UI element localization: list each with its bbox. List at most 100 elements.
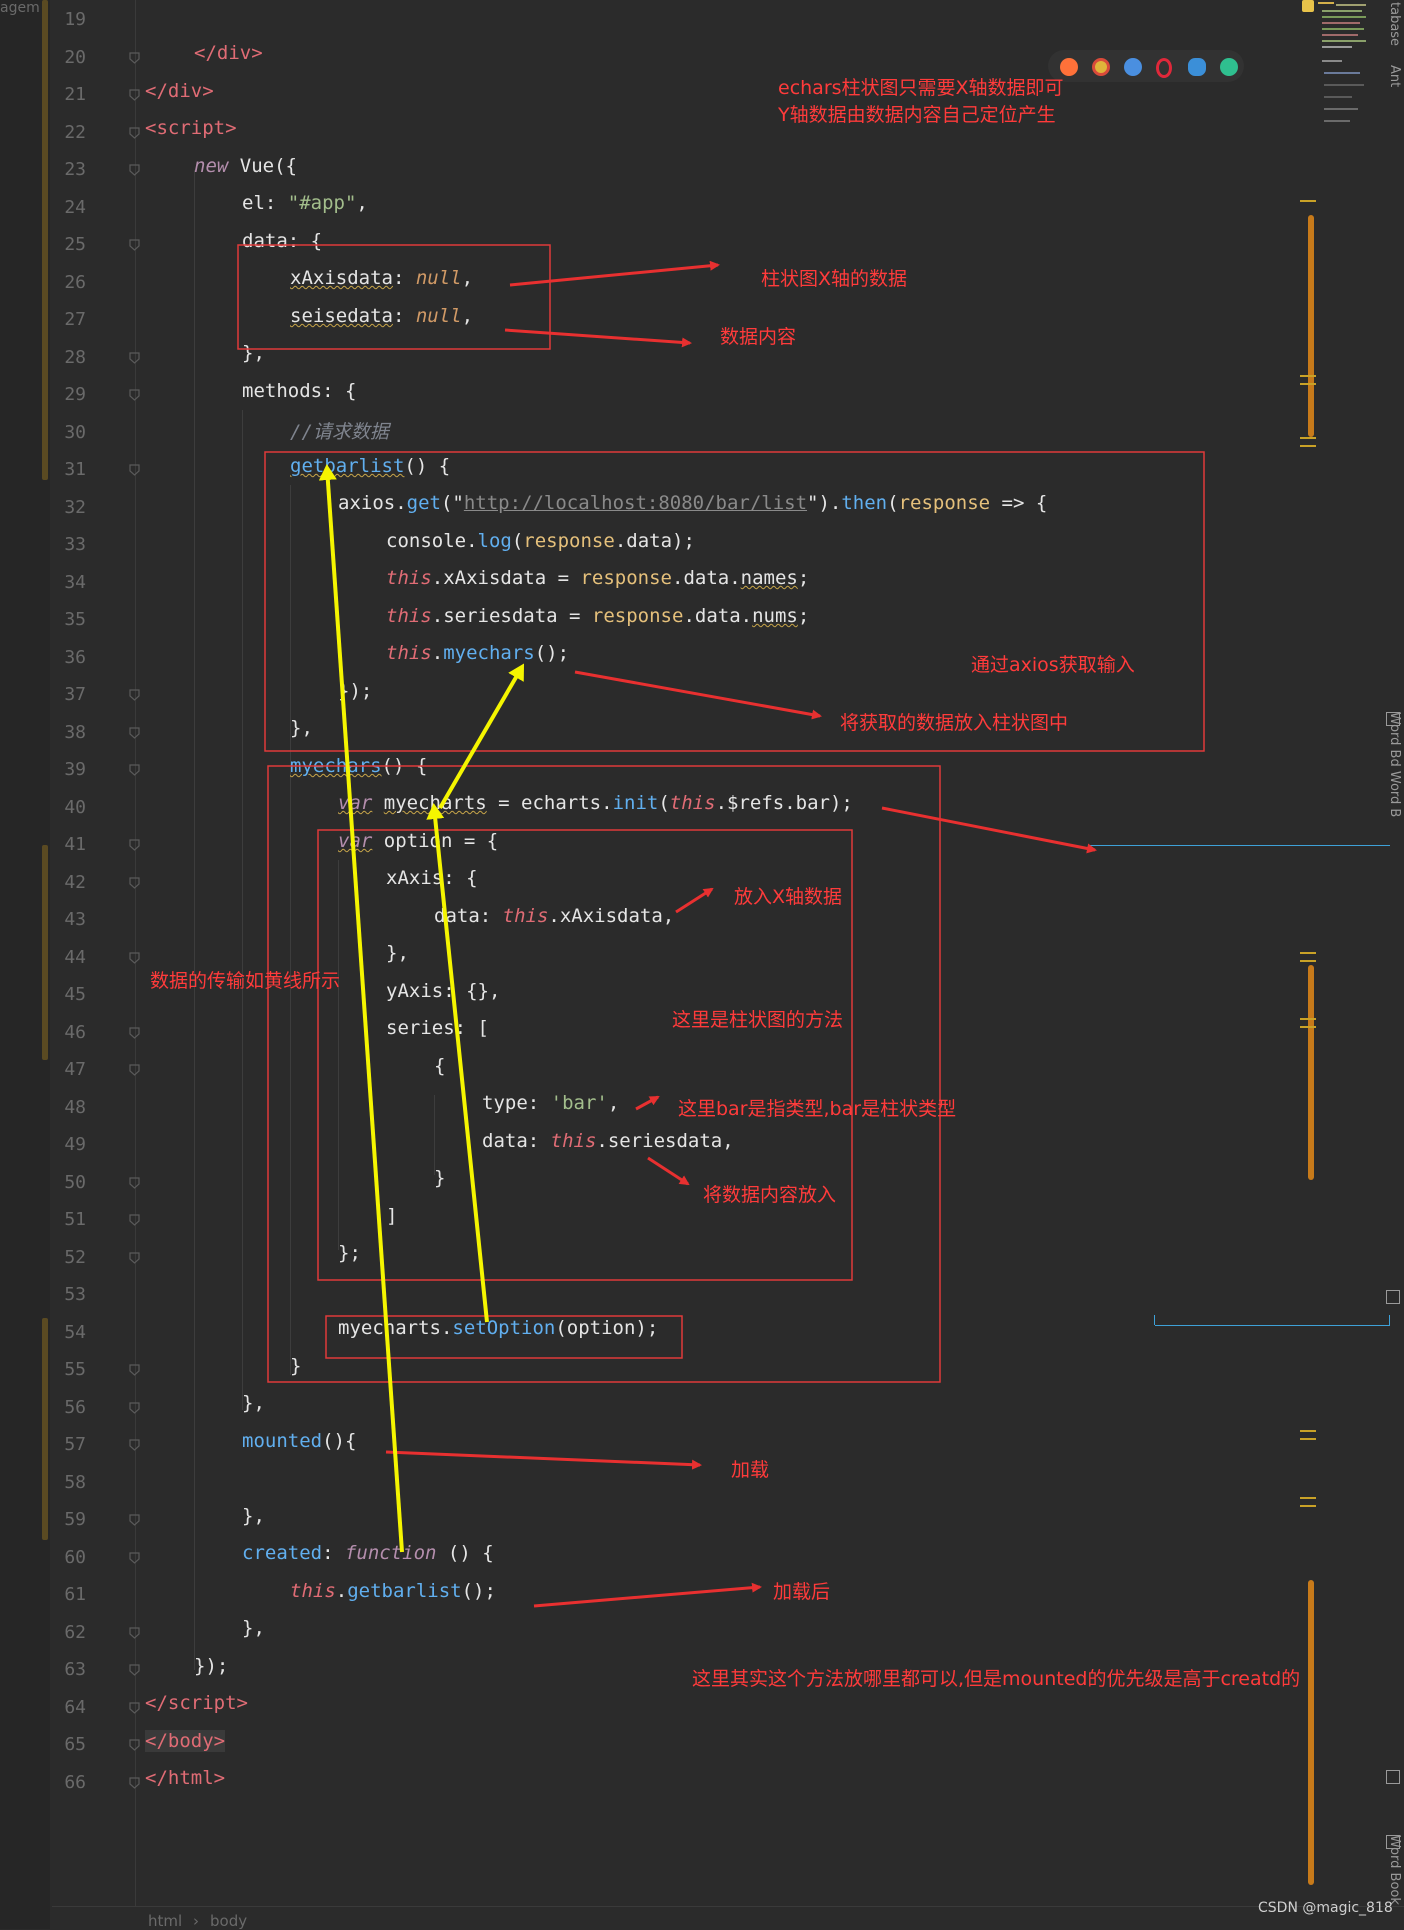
line-number[interactable]: 58 bbox=[64, 1471, 86, 1493]
ie-icon[interactable] bbox=[1188, 58, 1206, 76]
code-line-62[interactable]: }, bbox=[242, 1617, 265, 1639]
line-number[interactable]: 54 bbox=[64, 1321, 86, 1343]
line-number[interactable]: 34 bbox=[64, 571, 86, 593]
ant-tool-tab[interactable]: Ant bbox=[1387, 65, 1402, 88]
code-line-22[interactable]: <script> bbox=[145, 117, 237, 139]
line-number[interactable]: 22 bbox=[64, 121, 86, 143]
fold-toggle-icon[interactable] bbox=[127, 238, 142, 253]
line-number[interactable]: 60 bbox=[64, 1546, 86, 1568]
fold-toggle-icon[interactable] bbox=[127, 463, 142, 478]
warning-indicator-icon[interactable] bbox=[1302, 0, 1314, 12]
code-line-32[interactable]: axios.get("http://localhost:8080/bar/lis… bbox=[338, 492, 1047, 514]
book-icon[interactable] bbox=[1386, 1770, 1400, 1784]
line-number[interactable]: 41 bbox=[64, 834, 86, 855]
code-line-56[interactable]: }, bbox=[242, 1392, 265, 1414]
fold-toggle-icon[interactable] bbox=[127, 1213, 142, 1228]
fold-toggle-icon[interactable] bbox=[127, 1701, 142, 1716]
fold-toggle-icon[interactable] bbox=[127, 388, 142, 403]
code-line-49[interactable]: data: this.seriesdata, bbox=[482, 1130, 734, 1152]
line-number[interactable]: 33 bbox=[64, 534, 86, 555]
breadcrumb-html[interactable]: html bbox=[148, 1912, 183, 1930]
line-number[interactable]: 43 bbox=[64, 909, 86, 930]
book-icon[interactable] bbox=[1386, 1835, 1400, 1849]
fold-toggle-icon[interactable] bbox=[127, 351, 142, 366]
line-number[interactable]: 40 bbox=[64, 796, 86, 818]
fold-toggle-icon[interactable] bbox=[127, 726, 142, 741]
line-number[interactable]: 48 bbox=[64, 1096, 86, 1118]
line-number[interactable]: 31 bbox=[64, 459, 86, 480]
book-icon[interactable] bbox=[1386, 712, 1400, 726]
code-line-47[interactable]: { bbox=[434, 1055, 445, 1077]
fold-toggle-icon[interactable] bbox=[127, 1776, 142, 1791]
database-tool-tab[interactable]: tabase bbox=[1387, 2, 1402, 47]
minimap[interactable] bbox=[1316, 0, 1376, 135]
code-line-51[interactable]: ] bbox=[386, 1205, 397, 1227]
code-line-38[interactable]: }, bbox=[290, 717, 313, 739]
line-number[interactable]: 46 bbox=[64, 1021, 86, 1043]
breadcrumb-body[interactable]: body bbox=[210, 1912, 248, 1930]
word-book-tool-tab[interactable]: Word Book bbox=[1387, 1835, 1402, 1905]
line-number[interactable]: 51 bbox=[64, 1209, 86, 1230]
line-number[interactable]: 30 bbox=[64, 421, 86, 443]
code-line-27[interactable]: seisedata: null, bbox=[290, 305, 473, 327]
fold-toggle-icon[interactable] bbox=[127, 1176, 142, 1191]
fold-toggle-icon[interactable] bbox=[127, 876, 142, 891]
code-line-48[interactable]: type: 'bar', bbox=[482, 1092, 619, 1114]
code-line-41[interactable]: var option = { bbox=[338, 830, 498, 852]
line-number[interactable]: 47 bbox=[64, 1059, 86, 1080]
line-number[interactable]: 49 bbox=[64, 1134, 86, 1155]
code-line-28[interactable]: }, bbox=[242, 342, 265, 364]
code-line-29[interactable]: methods: { bbox=[242, 380, 356, 402]
code-line-54[interactable]: myecharts.setOption(option); bbox=[338, 1317, 658, 1339]
line-number[interactable]: 27 bbox=[64, 309, 86, 330]
code-line-30[interactable]: //请求数据 bbox=[290, 417, 389, 444]
line-number[interactable]: 38 bbox=[64, 721, 86, 743]
line-number[interactable]: 52 bbox=[64, 1246, 86, 1268]
line-number[interactable]: 36 bbox=[64, 646, 86, 668]
code-line-23[interactable]: new Vue({ bbox=[194, 155, 297, 177]
code-line-36[interactable]: this.myechars(); bbox=[386, 642, 569, 664]
fold-toggle-icon[interactable] bbox=[127, 1251, 142, 1266]
code-line-42[interactable]: xAxis: { bbox=[386, 867, 478, 889]
code-line-61[interactable]: this.getbarlist(); bbox=[290, 1580, 496, 1602]
fold-toggle-icon[interactable] bbox=[127, 951, 142, 966]
fold-toggle-icon[interactable] bbox=[127, 1026, 142, 1041]
code-line-39[interactable]: myechars() { bbox=[290, 755, 427, 777]
fold-toggle-icon[interactable] bbox=[127, 1513, 142, 1528]
fold-toggle-icon[interactable] bbox=[127, 838, 142, 853]
line-number[interactable]: 62 bbox=[64, 1621, 86, 1643]
line-number[interactable]: 19 bbox=[64, 9, 86, 30]
line-number[interactable]: 66 bbox=[64, 1771, 86, 1793]
code-line-60[interactable]: created: function () { bbox=[242, 1542, 494, 1564]
url-link[interactable]: http://localhost:8080/bar/list bbox=[463, 492, 808, 514]
line-number[interactable]: 32 bbox=[64, 496, 86, 518]
line-number[interactable]: 42 bbox=[64, 871, 86, 893]
fold-toggle-icon[interactable] bbox=[127, 1626, 142, 1641]
line-number[interactable]: 57 bbox=[64, 1434, 86, 1455]
fold-toggle-icon[interactable] bbox=[127, 1438, 142, 1453]
code-line-20[interactable]: </div> bbox=[194, 42, 263, 64]
code-line-21[interactable]: </div> bbox=[145, 80, 214, 102]
line-number[interactable]: 56 bbox=[64, 1396, 86, 1418]
line-number[interactable]: 59 bbox=[64, 1509, 86, 1530]
fold-toggle-icon[interactable] bbox=[127, 1663, 142, 1678]
fold-toggle-icon[interactable] bbox=[127, 88, 142, 103]
line-number[interactable]: 65 bbox=[64, 1734, 86, 1755]
line-number[interactable]: 29 bbox=[64, 384, 86, 405]
code-line-40[interactable]: var myecharts = echarts.init(this.$refs.… bbox=[338, 792, 853, 814]
code-line-64[interactable]: </script> bbox=[145, 1692, 248, 1714]
code-line-37[interactable]: }); bbox=[338, 680, 372, 702]
line-number[interactable]: 44 bbox=[64, 946, 86, 968]
fold-toggle-icon[interactable] bbox=[127, 1738, 142, 1753]
line-number[interactable]: 37 bbox=[64, 684, 86, 705]
fold-toggle-icon[interactable] bbox=[127, 163, 142, 178]
line-number[interactable]: 64 bbox=[64, 1696, 86, 1718]
code-line-46[interactable]: series: [ bbox=[386, 1017, 489, 1039]
fold-toggle-icon[interactable] bbox=[127, 1401, 142, 1416]
line-number[interactable]: 61 bbox=[64, 1584, 86, 1605]
line-number[interactable]: 20 bbox=[64, 46, 86, 68]
code-line-55[interactable]: } bbox=[290, 1355, 301, 1377]
line-number[interactable]: 50 bbox=[64, 1171, 86, 1193]
edge-icon[interactable] bbox=[1220, 58, 1238, 76]
code-line-57[interactable]: mounted(){ bbox=[242, 1430, 356, 1452]
